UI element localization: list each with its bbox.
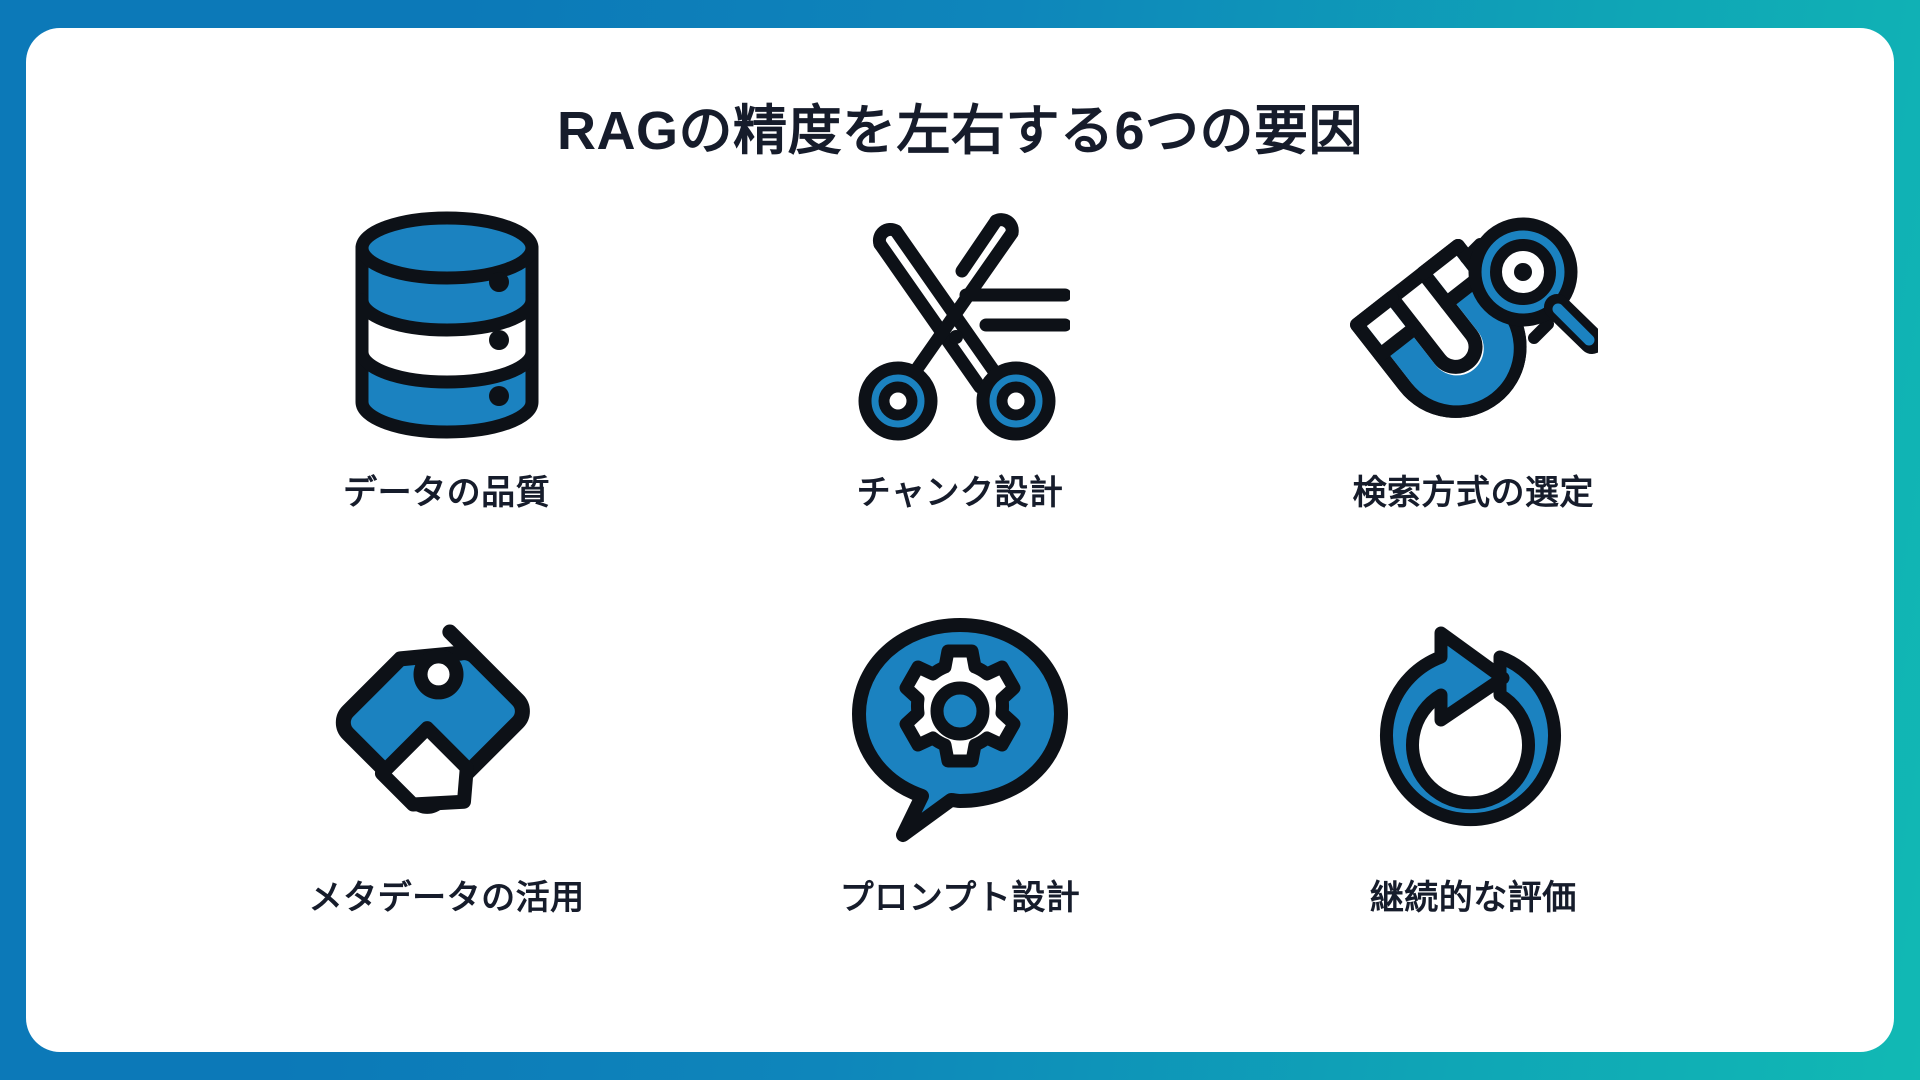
- factor-label: チャンク設計: [856, 474, 1064, 513]
- scissors-icon: [850, 191, 1070, 459]
- slide-card: RAGの精度を左右する6つの要因: [26, 28, 1894, 1052]
- factor-label: 継続的な評価: [1369, 878, 1577, 917]
- factor-label: プロンプト設計: [839, 878, 1081, 917]
- factor-item-continuous-evaluation[interactable]: 継続的な評価: [1217, 606, 1730, 1012]
- factor-item-chunk-design[interactable]: チャンク設計: [703, 191, 1216, 597]
- tag-icon: [327, 606, 567, 856]
- factor-label: 検索方式の選定: [1352, 474, 1595, 513]
- factor-label: メタデータの活用: [308, 878, 585, 917]
- factor-item-retrieval-method[interactable]: 検索方式の選定: [1217, 191, 1730, 597]
- factor-item-data-quality[interactable]: データの品質: [190, 191, 703, 597]
- factor-item-metadata-usage[interactable]: メタデータの活用: [190, 606, 703, 1012]
- speech-bubble-gear-icon: [845, 606, 1075, 856]
- factor-label: データの品質: [343, 474, 551, 513]
- factors-grid: データの品質: [190, 191, 1730, 1012]
- refresh-circle-icon: [1363, 606, 1583, 856]
- database-icon: [347, 191, 547, 459]
- factor-item-prompt-design[interactable]: プロンプト設計: [703, 606, 1216, 1012]
- page-title: RAGの精度を左右する6つの要因: [556, 101, 1364, 161]
- magnet-search-icon: [1348, 191, 1599, 459]
